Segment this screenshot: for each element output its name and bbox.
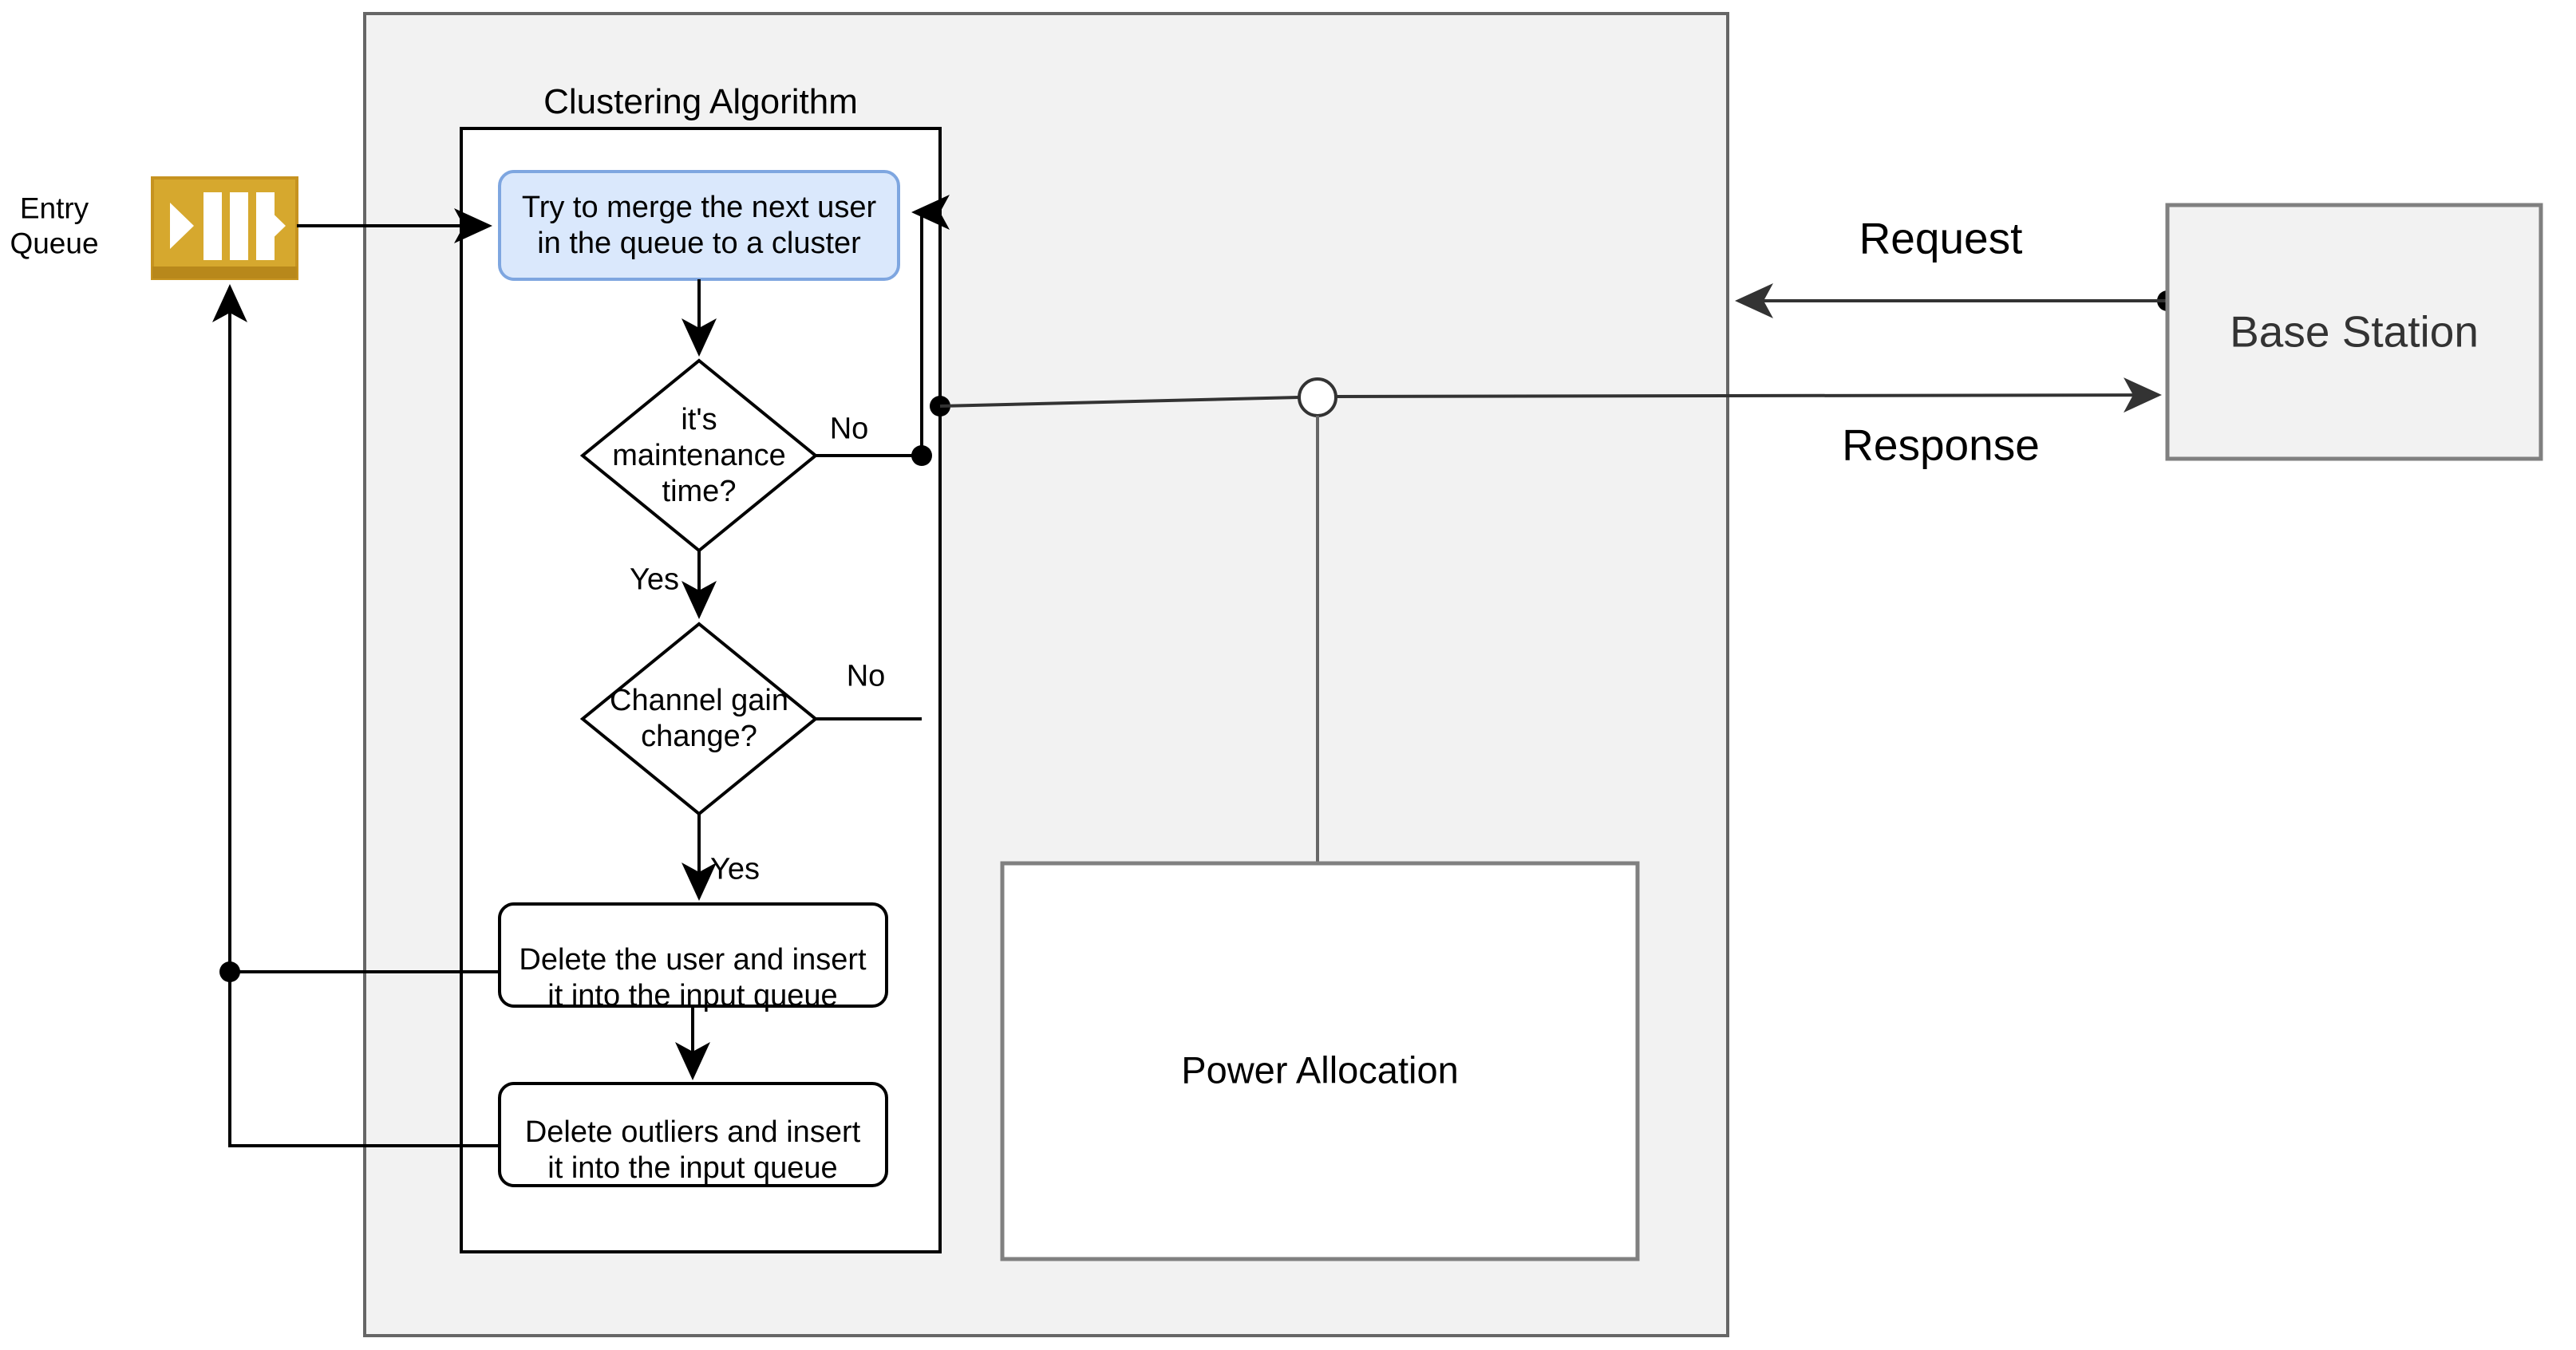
edge-response-right-segment: [1335, 377, 2162, 413]
response-junction-circle: [1298, 377, 1337, 417]
delete-outliers-node: [498, 1082, 888, 1187]
power-allocation-node: [1000, 861, 1640, 1261]
queue-icon: [151, 176, 298, 280]
edge-response-left-segment: [939, 396, 1300, 408]
delete-user-node: [498, 902, 888, 1008]
junction-dot-feedback: [219, 961, 240, 982]
edge-delete-outliers-feedback: [228, 972, 500, 1147]
edge-loop-back-to-merge: [911, 195, 950, 456]
base-station-node: [2165, 203, 2543, 461]
merge-user-node: [498, 170, 900, 281]
